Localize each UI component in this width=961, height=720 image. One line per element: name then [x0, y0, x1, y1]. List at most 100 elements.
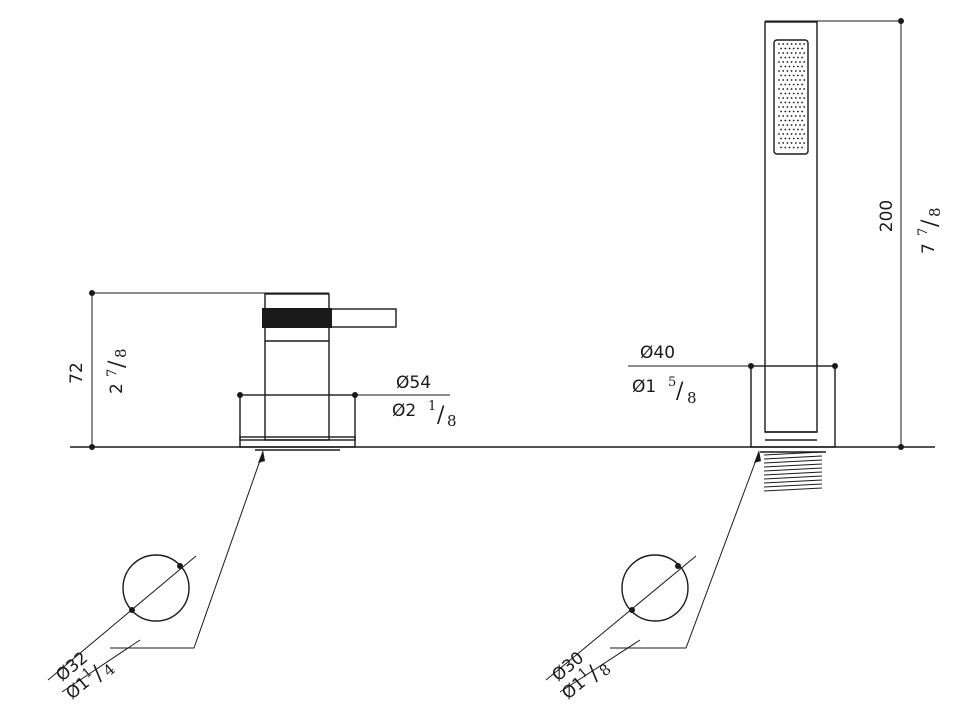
- shower-holder: [750, 365, 836, 448]
- spray-nozzle: [801, 74, 803, 77]
- spray-nozzle: [784, 47, 787, 50]
- left-diameter-frac-den: 8: [447, 412, 457, 430]
- spray-nozzle: [786, 52, 789, 54]
- spray-nozzle: [784, 74, 787, 77]
- spray-nozzle: [786, 115, 789, 117]
- spray-nozzle: [784, 119, 787, 122]
- spray-nozzle: [780, 146, 782, 149]
- right-height-in: 7: [919, 243, 939, 254]
- right-hole-circle: [621, 554, 689, 622]
- spray-nozzle: [803, 133, 806, 135]
- spray-nozzle: [794, 106, 797, 108]
- spray-nozzle: [794, 142, 797, 144]
- spray-nozzle: [801, 47, 803, 50]
- spray-nozzle: [778, 61, 780, 63]
- spray-nozzle: [801, 119, 803, 122]
- spray-nozzle: [778, 88, 780, 90]
- spray-nozzle: [788, 146, 791, 149]
- spray-nozzle: [794, 79, 797, 81]
- spray-nozzle: [797, 110, 799, 113]
- right-diameter-mm: Ø40: [640, 343, 675, 363]
- spray-nozzle: [788, 137, 791, 140]
- mixer-lever: [328, 308, 397, 328]
- spray-nozzle: [797, 101, 799, 104]
- spray-nozzle: [782, 133, 785, 135]
- spray-nozzle: [794, 52, 797, 54]
- left-diameter-in: Ø2: [392, 401, 416, 421]
- spray-nozzle: [780, 47, 782, 50]
- spray-nozzle: [784, 110, 787, 113]
- spray-nozzle: [799, 133, 801, 135]
- spray-nozzle: [799, 115, 801, 117]
- left-hole-callout: Ø32 Ø1 1 / 4: [47, 450, 265, 704]
- spray-nozzle: [797, 137, 799, 140]
- spray-nozzle: [782, 124, 785, 126]
- right-height-frac-den: 8: [926, 207, 944, 217]
- svg-text:/: /: [918, 219, 943, 227]
- spray-nozzle: [780, 128, 782, 131]
- spray-nozzle: [788, 119, 791, 122]
- left-height-frac-num: 7: [105, 369, 120, 377]
- left-hole-circle: [122, 554, 190, 622]
- spray-nozzle: [799, 106, 801, 108]
- spray-nozzle: [797, 119, 799, 122]
- spray-nozzle: [794, 61, 797, 63]
- spray-nozzle: [778, 133, 780, 135]
- spray-nozzle: [780, 101, 782, 104]
- spray-nozzle: [797, 74, 799, 77]
- spray-nozzle: [786, 70, 789, 72]
- spray-nozzle: [790, 115, 793, 117]
- svg-text:/: /: [437, 403, 445, 428]
- spray-nozzle: [792, 146, 795, 149]
- spray-nozzle: [801, 65, 803, 68]
- spray-nozzle: [794, 43, 797, 45]
- spray-nozzle: [778, 124, 780, 126]
- right-diameter-frac-num: 5: [668, 375, 676, 390]
- spray-nozzle: [803, 61, 806, 63]
- spray-nozzle: [782, 79, 785, 81]
- spray-nozzle: [803, 106, 806, 108]
- spray-nozzle: [780, 137, 782, 140]
- spray-nozzle: [792, 119, 795, 122]
- left-diameter-dimension: Ø54 Ø2 1 / 8: [237, 373, 457, 430]
- spray-nozzle: [778, 97, 780, 99]
- spray-nozzle: [782, 115, 785, 117]
- spray-nozzle: [799, 124, 801, 126]
- spray-nozzle: [792, 92, 795, 95]
- spray-nozzle: [788, 101, 791, 104]
- spray-nozzle: [778, 43, 780, 45]
- spray-nozzle: [803, 52, 806, 54]
- spray-nozzle: [786, 79, 789, 81]
- spray-nozzle: [784, 128, 787, 131]
- spray-nozzle: [803, 79, 806, 81]
- spray-nozzle: [803, 115, 806, 117]
- spray-nozzle: [803, 97, 806, 99]
- spray-nozzle: [799, 61, 801, 63]
- left-height-frac-den: 8: [112, 348, 130, 358]
- spray-nozzle: [782, 106, 785, 108]
- spray-nozzle: [794, 88, 797, 90]
- spray-nozzle: [799, 52, 801, 54]
- spray-nozzle: [794, 124, 797, 126]
- spray-nozzle: [801, 101, 803, 104]
- spray-nozzle: [799, 43, 801, 45]
- spray-nozzle: [782, 97, 785, 99]
- spray-nozzle: [794, 115, 797, 117]
- spray-nozzle: [799, 79, 801, 81]
- spray-nozzle: [786, 61, 789, 63]
- spray-nozzle: [778, 106, 780, 108]
- left-diameter-frac-num: 1: [428, 399, 436, 414]
- spray-nozzle: [790, 97, 793, 99]
- spray-nozzle: [797, 92, 799, 95]
- spray-nozzle: [794, 70, 797, 72]
- spray-nozzle: [790, 52, 793, 54]
- spray-nozzle: [784, 83, 787, 86]
- spray-nozzle: [782, 142, 785, 144]
- spray-nozzle: [792, 74, 795, 77]
- mixer-base-plate: [239, 436, 356, 448]
- spray-nozzle: [784, 146, 787, 149]
- spray-nozzle: [792, 83, 795, 86]
- spray-nozzle: [801, 110, 803, 113]
- spray-nozzle: [803, 142, 806, 144]
